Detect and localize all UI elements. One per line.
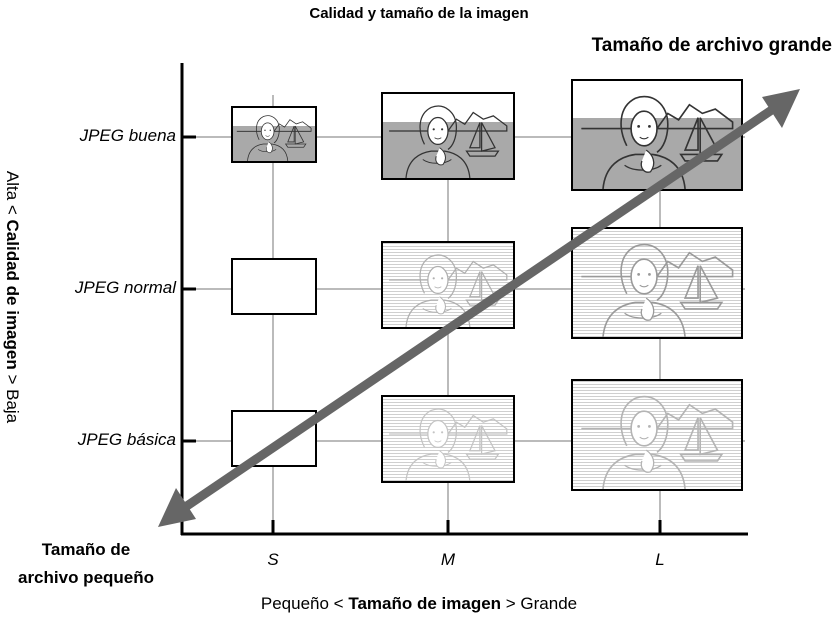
row-label-basic: JPEG básica xyxy=(77,430,176,449)
label-small-file-line1: Tamaño de xyxy=(41,540,131,559)
thumbnail-fine-l xyxy=(571,79,743,191)
label-small-file: Tamaño de archivo pequeño xyxy=(6,536,166,592)
thumbnail-fine-s xyxy=(231,106,317,163)
thumbnail-basic-m xyxy=(381,395,515,483)
diagram-title: Calidad y tamaño de la imagen xyxy=(309,5,529,22)
file-size-arrow xyxy=(158,89,800,527)
thumbnail-basic-l xyxy=(571,379,743,491)
label-large-file: Tamaño de archivo grande xyxy=(591,35,832,56)
arrowhead-top xyxy=(762,89,800,128)
y-axis-title: Alta < Calidad de imagen > Baja xyxy=(3,170,22,424)
label-small-file-line2: archivo pequeño xyxy=(17,568,155,587)
x-axis-title: Pequeño < Tamaño de imagen > Grande xyxy=(260,594,578,613)
col-label-m: M xyxy=(440,550,456,569)
thumbnail-normal-s xyxy=(231,258,317,315)
arrowhead-bottom xyxy=(158,488,196,527)
row-label-fine: JPEG buena xyxy=(79,126,176,145)
thumbnail-fine-m xyxy=(381,92,515,180)
thumbnail-basic-s xyxy=(231,410,317,467)
axes xyxy=(180,63,748,536)
thumbnail-normal-m xyxy=(381,241,515,329)
thumbnail-normal-l xyxy=(571,227,743,339)
row-label-normal: JPEG normal xyxy=(74,278,176,297)
col-label-s: S xyxy=(267,550,279,569)
col-label-l: L xyxy=(655,550,665,569)
